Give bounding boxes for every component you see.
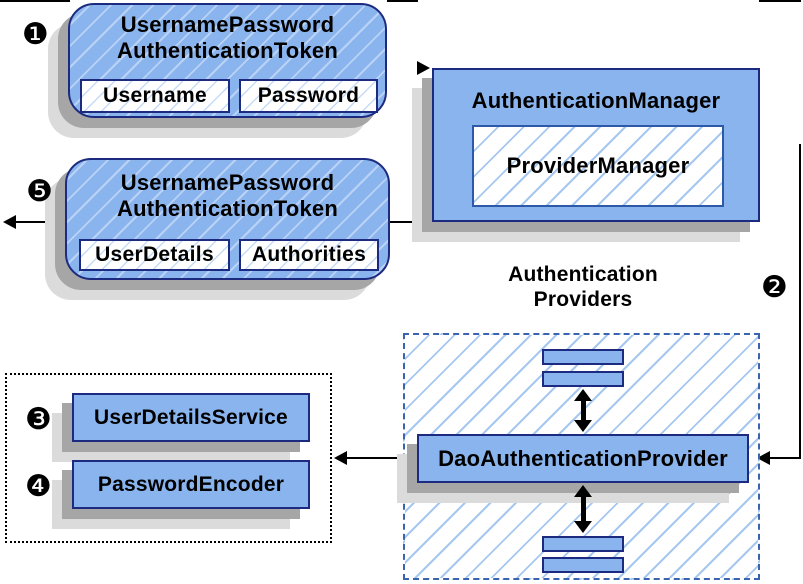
response-token-title: UsernamePassword AuthenticationToken [67, 160, 388, 222]
response-token-title-line1: UsernamePassword [120, 170, 335, 195]
provider-manager-box: ProviderManager [472, 125, 724, 207]
password-field-label: Password [257, 84, 360, 107]
authentication-manager-title: AuthenticationManager [471, 88, 721, 113]
username-field-box: Username [80, 79, 230, 113]
authentication-providers-label: Authentication Providers [478, 262, 688, 312]
other-provider-rect [542, 349, 624, 365]
user-details-service-label: UserDetailsService [94, 405, 288, 429]
authentication-providers-label-line2: Providers [533, 288, 633, 311]
userdetails-field-box: UserDetails [79, 239, 230, 271]
step-2-badge: ❷ [761, 270, 788, 305]
arrowhead-down-icon [574, 420, 592, 432]
request-token-box: UsernamePassword AuthenticationToken Use… [68, 3, 387, 118]
provider-manager-label: ProviderManager [506, 153, 690, 178]
password-encoder-label: PasswordEncoder [97, 472, 285, 496]
authentication-providers-label-line1: Authentication [508, 263, 658, 286]
user-details-service-box: UserDetailsService [72, 393, 310, 442]
password-encoder-box: PasswordEncoder [72, 460, 310, 509]
double-arrow-shaft [581, 495, 586, 523]
arrowhead-up-icon [574, 389, 592, 401]
authorities-field-label: Authorities [251, 243, 367, 266]
manager-to-token-line [389, 221, 434, 223]
username-field-label: Username [103, 84, 207, 107]
response-token-box: UsernamePassword AuthenticationToken Use… [65, 158, 390, 280]
dao-to-services-line [347, 457, 418, 459]
authentication-manager-box: AuthenticationManager ProviderManager [432, 68, 760, 222]
arrowhead-left-icon [3, 215, 16, 229]
other-provider-rect [542, 536, 624, 552]
manager-to-provider-line-top [759, 0, 801, 2]
step-3-badge: ❸ [25, 402, 52, 437]
double-arrow-shaft [581, 399, 586, 422]
userdetails-field-label: UserDetails [95, 243, 214, 266]
step-1-badge: ❶ [22, 17, 49, 52]
incoming-request-line [0, 0, 70, 2]
dao-authentication-provider-box: DaoAuthenticationProvider [417, 434, 749, 483]
authorities-field-box: Authorities [239, 239, 379, 271]
step-5-badge: ❺ [26, 174, 53, 209]
manager-to-provider-line-vertical [799, 144, 801, 459]
services-region [5, 373, 332, 543]
arrowhead-left-icon [334, 451, 347, 465]
arrowhead-left-icon [757, 451, 770, 465]
response-token-title-line2: AuthenticationToken [117, 196, 338, 221]
step-4-badge: ❹ [25, 469, 52, 504]
dao-authentication-provider-label: DaoAuthenticationProvider [438, 445, 728, 471]
arrowhead-right-icon [417, 61, 430, 75]
request-token-title-line1: UsernamePassword [120, 12, 335, 37]
arrowhead-down-icon [574, 521, 592, 533]
password-field-box: Password [239, 79, 378, 113]
token-to-manager-line [387, 0, 418, 2]
arrowhead-up-icon [574, 485, 592, 497]
other-provider-rect [542, 371, 624, 387]
manager-to-provider-line-bottom [770, 457, 801, 459]
request-token-title: UsernamePassword AuthenticationToken [70, 5, 385, 64]
response-out-line [16, 221, 66, 223]
other-provider-rect [542, 557, 624, 573]
request-token-title-line2: AuthenticationToken [117, 38, 338, 63]
